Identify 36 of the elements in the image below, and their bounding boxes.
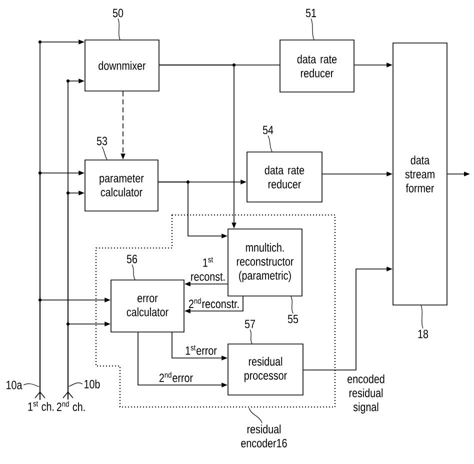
process-box: data rate reducer — [280, 40, 354, 92]
leader-line — [68, 382, 83, 387]
leader-line — [250, 329, 252, 344]
reference-numeral: 18 — [418, 330, 428, 338]
reference-numeral: 56 — [126, 254, 138, 264]
edge-label: 2$^{nd}$reconstr. — [189, 298, 239, 308]
process-box: residual processor — [228, 344, 304, 396]
reference-numeral: 50 — [112, 8, 124, 18]
edge-label: 2$^{nd}$error — [159, 372, 193, 382]
terminal-label: 2$^{nd}$ ch. — [56, 400, 85, 412]
process-box: mnultich. reconstructor (parametric) — [228, 228, 302, 296]
process-box: parameter calculator — [84, 160, 158, 212]
leader-line — [132, 264, 136, 280]
reference-numeral: 51 — [306, 8, 316, 18]
leader-line — [420, 305, 424, 329]
edge-label: 1$^{st}$error — [186, 345, 217, 355]
reference-numeral: 57 — [244, 320, 255, 328]
process-box: data stream former — [392, 42, 448, 306]
leader-line — [268, 135, 272, 152]
terminal-label: 1$^{st}$ ch. — [28, 401, 54, 411]
reference-numeral: 10b — [84, 380, 100, 388]
reference-numeral: 55 — [288, 314, 298, 324]
process-box: error calculator — [110, 280, 184, 332]
leader-line — [290, 296, 294, 314]
process-box: downmixer — [84, 40, 160, 92]
reference-numeral: 53 — [96, 136, 108, 146]
edge-label: 1$^{st}$ reconst. — [191, 257, 225, 281]
leader-line — [118, 18, 120, 40]
node-label: residual encoder16 — [241, 424, 287, 448]
leader-line — [23, 383, 40, 388]
reference-numeral: 10a — [6, 380, 22, 390]
process-box: data rate reducer — [246, 152, 322, 202]
edge-label: encoded residual signal — [348, 374, 384, 414]
leader-line — [310, 18, 314, 40]
leader-line — [102, 146, 108, 160]
reference-numeral: 54 — [262, 126, 274, 134]
